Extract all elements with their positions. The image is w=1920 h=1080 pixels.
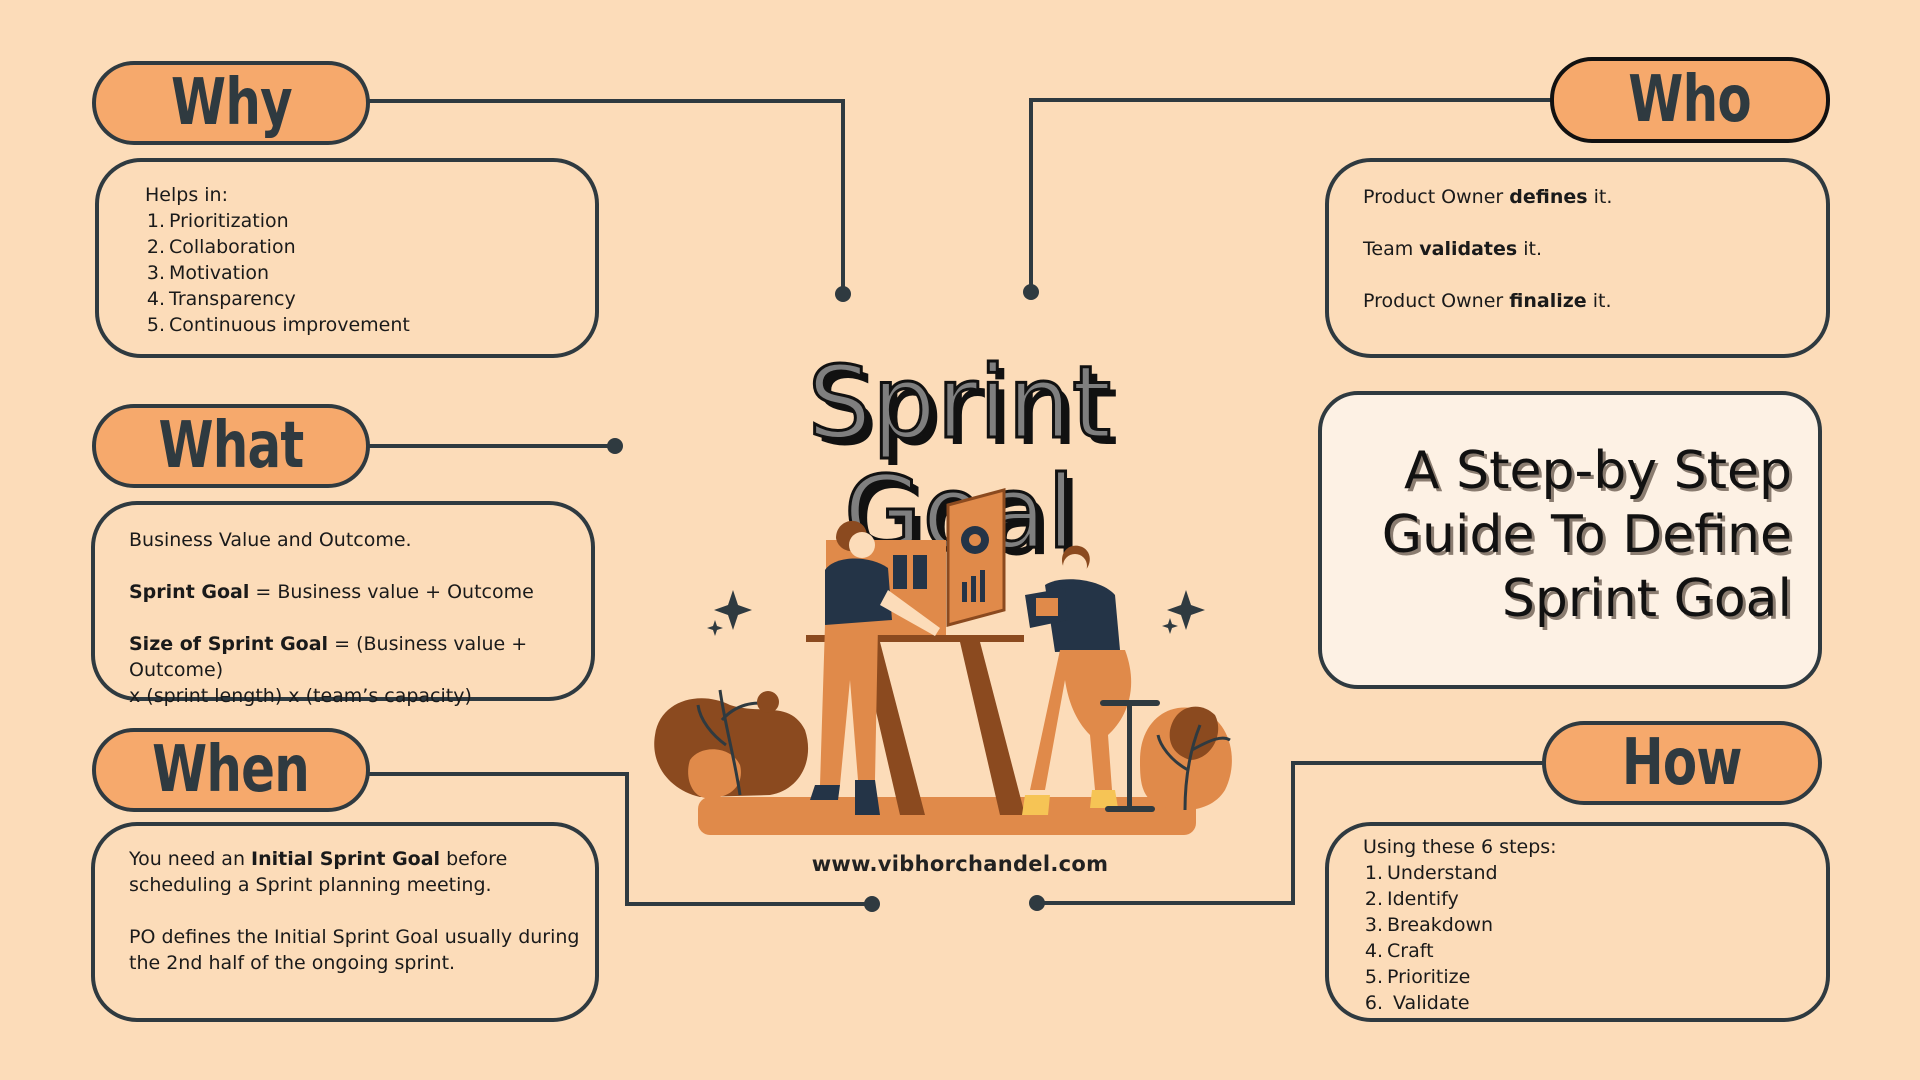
what-line-3: Size of Sprint Goal = (Business value + … [129, 633, 528, 681]
who-line-1: Product Owner defines it. [1363, 186, 1613, 208]
who-heading-pill: Who [1550, 57, 1830, 143]
why-heading-pill: Why [92, 61, 370, 145]
website-link[interactable]: www.vibhorchandel.com [811, 852, 1109, 876]
guide-title: A Step-by Step Guide To Define Sprint Go… [1332, 439, 1792, 631]
list-item: 1.Prioritization [146, 210, 289, 232]
list-item: 5.Prioritize [1364, 966, 1471, 988]
how-list: 1.Understand 2.Identify 3.Breakdown 4.Cr… [1363, 860, 1826, 1016]
how-heading-pill: How [1542, 721, 1822, 805]
why-box: Helps in: 1.Prioritization 2.Collaborati… [95, 158, 599, 358]
how-heading: How [1622, 726, 1743, 800]
why-connector-dot [835, 286, 851, 302]
guide-title-line-3: Sprint Goal [1501, 569, 1792, 629]
when-line-2: scheduling a Sprint planning meeting. [129, 874, 492, 896]
list-item: 2.Identify [1364, 888, 1459, 910]
how-box: Using these 6 steps: 1.Understand 2.Iden… [1325, 822, 1830, 1022]
guide-title-box: A Step-by Step Guide To Define Sprint Go… [1318, 391, 1822, 689]
list-item: 1.Understand [1364, 862, 1498, 884]
list-item: 3.Breakdown [1364, 914, 1494, 936]
when-heading: When [152, 733, 311, 807]
what-line-1: Business Value and Outcome. [129, 529, 412, 551]
when-line-3: PO defines the Initial Sprint Goal usual… [129, 926, 580, 948]
when-line-1: You need an Initial Sprint Goal before [129, 848, 508, 870]
list-item: 2.Collaboration [146, 236, 296, 258]
who-connector-dot [1023, 284, 1039, 300]
how-intro: Using these 6 steps: [1363, 836, 1557, 858]
what-box: Business Value and Outcome. Sprint Goal … [91, 501, 595, 707]
what-line-2: Sprint Goal = Business value + Outcome [129, 581, 534, 603]
what-line-4: x (sprint length) x (team’s capacity) [129, 685, 472, 707]
when-heading-pill: When [92, 728, 370, 812]
who-line-3: Product Owner finalize it. [1363, 290, 1612, 312]
who-box: Product Owner defines it. Team validates… [1325, 158, 1830, 358]
who-heading: Who [1628, 63, 1752, 137]
how-connector-dot [1029, 895, 1045, 911]
list-item: 5.Continuous improvement [146, 314, 410, 336]
list-item: 4.Craft [1364, 940, 1434, 962]
when-connector-dot [864, 896, 880, 912]
why-intro: Helps in: [145, 184, 228, 206]
when-box: You need an Initial Sprint Goal before s… [91, 822, 599, 1022]
guide-title-line-1: A Step-by Step [1404, 441, 1792, 501]
why-heading: Why [170, 66, 293, 140]
when-line-4: the 2nd half of the ongoing sprint. [129, 952, 456, 974]
what-heading-pill: What [92, 404, 370, 488]
list-item: 3.Motivation [146, 262, 270, 284]
list-item: 4.Transparency [146, 288, 296, 310]
sparkle-icon [714, 590, 752, 630]
monitor-icon [946, 488, 1006, 627]
guide-title-line-2: Guide To Define [1381, 505, 1792, 565]
what-heading: What [158, 409, 304, 483]
what-connector-dot [607, 438, 623, 454]
who-line-2: Team validates it. [1363, 238, 1543, 260]
why-list: 1.Prioritization 2.Collaboration 3.Motiv… [145, 208, 595, 338]
sparkle-icon [1167, 590, 1205, 630]
floor [698, 797, 1196, 835]
list-item: 6. Validate [1364, 992, 1470, 1014]
